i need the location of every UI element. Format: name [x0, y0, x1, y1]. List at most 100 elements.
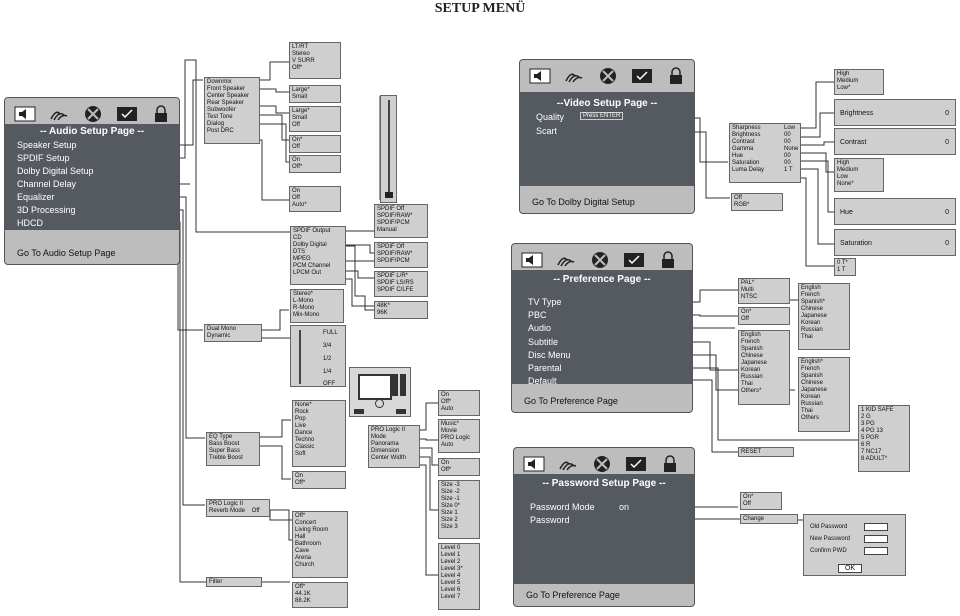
option-pro-logic-ii[interactable]: PRO Logic II — [209, 501, 244, 507]
option-dialog[interactable]: Dialog — [207, 121, 225, 127]
option-item[interactable]: NTSC — [741, 294, 758, 300]
option-item[interactable]: Spanish* — [801, 299, 826, 305]
option-item[interactable]: Large* — [292, 108, 310, 114]
menu-pbc[interactable]: PBC — [528, 310, 547, 320]
option-item[interactable]: On* — [292, 137, 303, 143]
option-item[interactable]: Church — [295, 562, 315, 568]
option-contrast[interactable]: Contrast — [732, 139, 755, 145]
option-item[interactable]: On — [441, 460, 450, 466]
option-item[interactable]: Size -1 — [441, 496, 460, 502]
option-item[interactable]: SPDIF/RAW* — [377, 251, 413, 257]
menu-password[interactable]: Password — [530, 515, 570, 525]
option-center-width[interactable]: Center Width — [371, 455, 407, 461]
option-item[interactable]: Large* — [292, 87, 310, 93]
option-item[interactable]: Thai — [801, 334, 813, 340]
option-item[interactable]: SPDIF L/R* — [377, 273, 409, 279]
check-monitor-icon[interactable] — [115, 104, 139, 124]
option-item[interactable]: Level 4 — [441, 573, 461, 579]
speaker-icon[interactable] — [520, 250, 544, 270]
sound-waves-icon[interactable] — [554, 250, 578, 270]
option-item[interactable]: Size 3 — [441, 524, 458, 530]
option-item[interactable]: On — [441, 392, 450, 398]
option-item[interactable]: On* — [743, 494, 754, 500]
option-item[interactable]: None* — [837, 181, 854, 187]
option-item[interactable]: 6 R — [861, 442, 871, 448]
option-item[interactable]: Chinese — [801, 380, 824, 386]
option-item[interactable]: Korean — [741, 367, 761, 373]
option-mpeg[interactable]: MPEG — [293, 256, 311, 262]
option-item[interactable]: Size -3 — [441, 482, 460, 488]
option-item[interactable]: Thai — [801, 408, 813, 414]
menu-quality[interactable]: Quality — [536, 112, 565, 122]
option-item[interactable]: 0 T* — [837, 260, 848, 266]
confirm-password-field[interactable] — [864, 547, 888, 555]
lock-icon[interactable] — [658, 454, 682, 474]
ok-button[interactable]: OK — [838, 564, 862, 573]
option-item[interactable]: French — [741, 339, 760, 345]
option-item[interactable]: Level 2 — [441, 559, 461, 565]
option-item[interactable]: Soft — [295, 451, 306, 457]
option-item[interactable]: Spanish — [741, 346, 763, 352]
option-item[interactable]: None* — [295, 402, 312, 408]
option-saturation[interactable]: Saturation — [732, 160, 760, 166]
menu-3d-processing[interactable]: 3D Processing — [17, 205, 76, 215]
check-monitor-icon[interactable] — [624, 454, 648, 474]
option-item[interactable]: Japanese — [801, 387, 828, 393]
option-item[interactable]: Rock — [295, 409, 309, 415]
speaker-icon[interactable] — [528, 66, 552, 86]
option-item[interactable]: SPDIF Off — [377, 244, 405, 250]
option-item[interactable]: Off* — [295, 480, 306, 486]
option-item[interactable]: Chinese — [741, 353, 764, 359]
dolby-disc-icon[interactable] — [588, 250, 612, 270]
menu-channel-delay[interactable]: Channel Delay — [17, 179, 77, 189]
dolby-disc-icon[interactable] — [596, 66, 620, 86]
option-item[interactable]: Small — [292, 94, 308, 100]
option-item[interactable]: R-Mono — [293, 305, 315, 311]
option-item[interactable]: SPDIF Off — [377, 206, 405, 212]
menu-parental[interactable]: Parental — [528, 363, 562, 373]
option-item[interactable]: Russian — [801, 401, 823, 407]
option-item[interactable]: Low* — [837, 85, 851, 91]
option-item[interactable]: Off* — [292, 65, 303, 71]
menu-disc-menu[interactable]: Disc Menu — [528, 350, 571, 360]
option-item[interactable]: Off — [292, 122, 300, 128]
option-item[interactable]: Level 0 — [441, 545, 461, 551]
option-item[interactable]: On — [292, 188, 301, 194]
option-post-drc[interactable]: Post DRC — [207, 128, 234, 134]
option-item[interactable]: Cave — [295, 548, 310, 554]
option-item[interactable]: SPDIF/PCM — [377, 258, 410, 264]
option-super-bass[interactable]: Super Bass — [209, 448, 241, 454]
option-item[interactable]: Living Room — [295, 527, 329, 533]
dolby-disc-icon[interactable] — [590, 454, 614, 474]
option-item[interactable]: Bathroom — [295, 541, 322, 547]
option-item[interactable]: Medium — [837, 78, 859, 84]
option-item[interactable]: Concert — [295, 520, 317, 526]
option-item[interactable]: 88.2K — [295, 598, 311, 604]
option-item[interactable]: Off* — [441, 467, 452, 473]
option-item[interactable]: English — [741, 332, 761, 338]
menu-password-mode[interactable]: Password Mode — [530, 502, 595, 512]
option-item[interactable]: Small — [292, 115, 308, 121]
option-treble-boost[interactable]: Treble Boost — [209, 455, 243, 461]
option-item[interactable]: Level 1 — [441, 552, 461, 558]
check-monitor-icon[interactable] — [630, 66, 654, 86]
option-item[interactable]: 3 PG — [861, 421, 875, 427]
option-item[interactable]: Others — [801, 415, 820, 421]
option-item[interactable]: Techno — [295, 437, 315, 443]
option-item[interactable]: Off — [743, 501, 751, 507]
option-item[interactable]: Stereo — [292, 51, 310, 57]
option-item[interactable]: Off* — [295, 513, 306, 519]
option-item[interactable]: Spanish — [801, 373, 823, 379]
option-item[interactable]: Off* — [295, 584, 306, 590]
old-password-field[interactable] — [864, 523, 888, 531]
option-item[interactable]: 7 NC17 — [861, 449, 882, 455]
option-item[interactable]: V SURR — [292, 58, 315, 64]
option-item[interactable]: Low — [837, 174, 849, 180]
option-item[interactable]: Mix-Mono — [293, 312, 320, 318]
option-item[interactable]: Korean — [801, 320, 821, 326]
option-item[interactable]: Arena — [295, 555, 312, 561]
option-item[interactable]: On — [292, 157, 301, 163]
